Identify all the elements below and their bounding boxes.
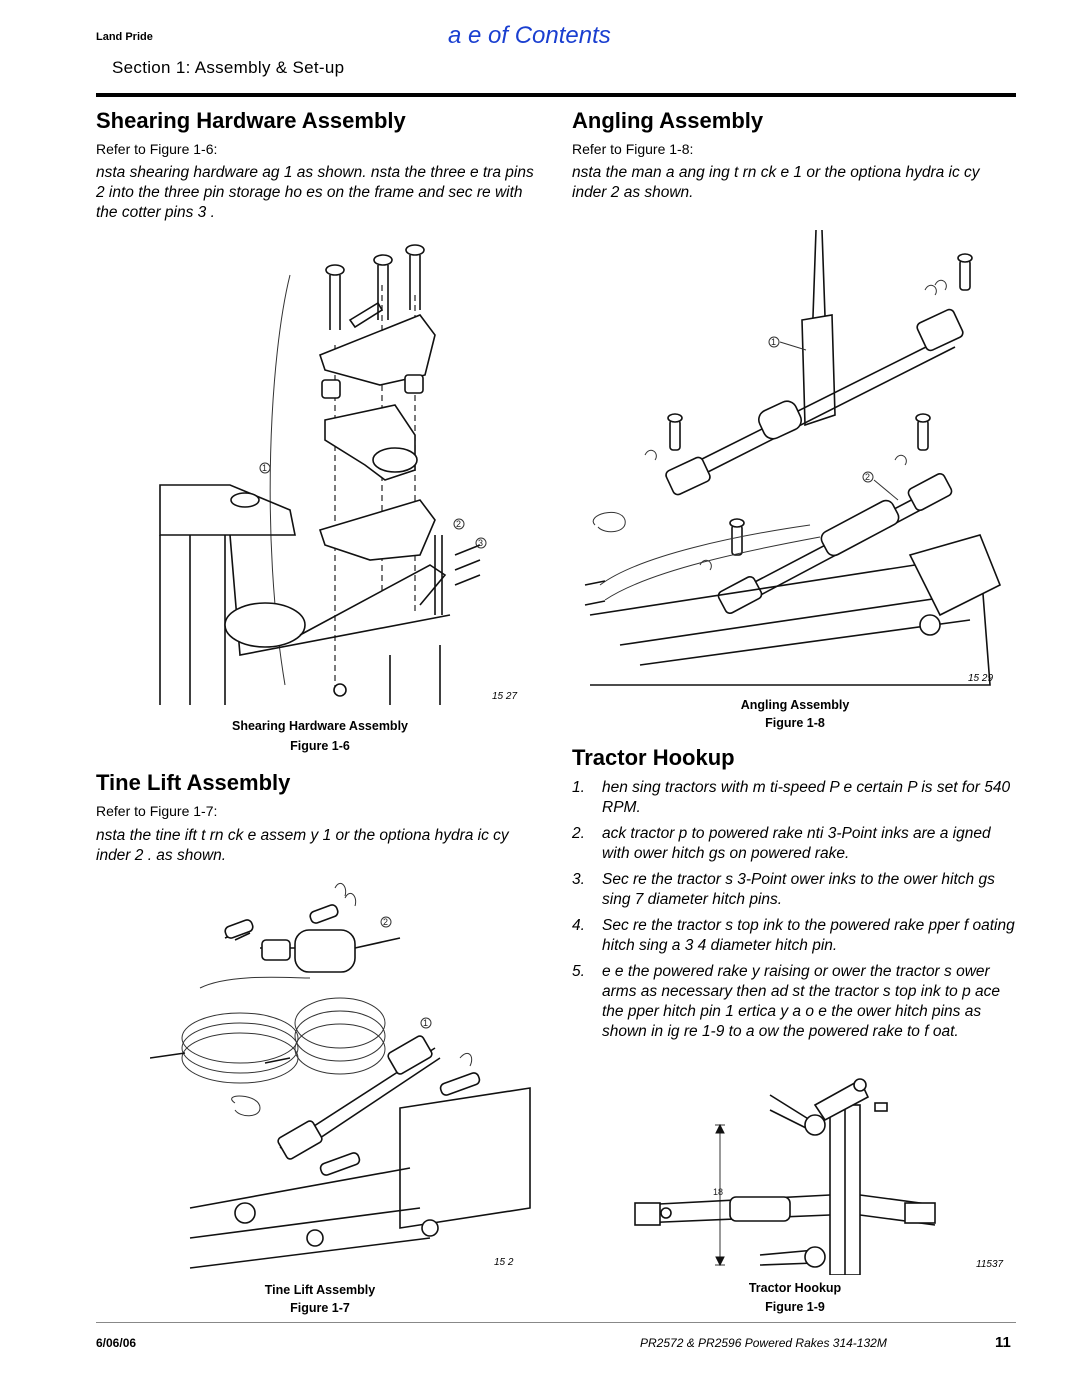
shearing-figure-code: 15 27 xyxy=(492,691,518,702)
step-number: 5. xyxy=(572,963,585,980)
list-item: 3. Sec re the tractor s 3-Point ower inks… xyxy=(572,870,1016,910)
angling-figure-label: Figure 1-8 xyxy=(765,716,825,730)
step-text: Sec re the tractor s top ink to the powe… xyxy=(602,917,1015,954)
callout-1: 1 xyxy=(262,463,267,473)
list-item: 2. ack tractor p to powered rake nti 3-P… xyxy=(572,824,1016,864)
tine-refer: Refer to Figure 1-7: xyxy=(96,803,218,819)
tractor-title: Tractor Hookup xyxy=(572,745,735,770)
dimension-label: 18 xyxy=(713,1187,723,1197)
callout-2: 2 xyxy=(383,917,388,927)
shearing-hardware-diagram: 1 2 3 xyxy=(159,244,487,705)
brand-name: Land Pride xyxy=(96,31,153,43)
tractor-figure-code: 11537 xyxy=(976,1259,1004,1270)
footer-date: 6/06/06 xyxy=(96,1336,137,1350)
step-number: 3. xyxy=(572,871,585,888)
step-number: 1. xyxy=(572,779,585,796)
angling-refer: Refer to Figure 1-8: xyxy=(572,141,694,157)
callout-1: 1 xyxy=(423,1018,428,1028)
shearing-figure-label: Figure 1-6 xyxy=(290,739,350,753)
footer-document-title: PR2572 & PR2596 Powered Rakes 314-132M xyxy=(640,1336,887,1350)
shearing-text: nsta shearing hardware ag 1 as shown. ns… xyxy=(96,164,534,221)
callout-2: 2 xyxy=(865,472,870,482)
tine-lift-diagram: 2 1 xyxy=(150,883,531,1269)
tine-figure-label: Figure 1-7 xyxy=(290,1301,350,1315)
footer-rule xyxy=(96,1322,1016,1323)
callout-3: 3 xyxy=(478,538,483,548)
angling-caption: Angling Assembly xyxy=(740,698,850,712)
tractor-steps: 1. hen sing tractors with m ti-speed P e… xyxy=(572,778,1016,1048)
angling-figure-code: 15 29 xyxy=(968,673,994,684)
list-item: 1. hen sing tractors with m ti-speed P e… xyxy=(572,778,1016,818)
tine-title: Tine Lift Assembly xyxy=(96,770,291,795)
step-number: 4. xyxy=(572,917,585,934)
section-heading: Section 1: Assembly & Set-up xyxy=(112,58,345,77)
tine-caption: Tine Lift Assembly xyxy=(264,1283,376,1297)
shearing-caption: Shearing Hardware Assembly xyxy=(232,719,408,733)
bolt-icon xyxy=(325,244,425,330)
tine-text: nsta the tine ift t rn ck e assem y 1 or… xyxy=(96,827,509,864)
tractor-figure-label: Figure 1-9 xyxy=(765,1300,825,1314)
callout-2: 2 xyxy=(456,519,461,529)
tractor-caption: Tractor Hookup xyxy=(748,1281,842,1295)
angling-title: Angling Assembly xyxy=(572,108,764,133)
tractor-hookup-diagram: 18 xyxy=(634,1078,936,1275)
angling-text: nsta the man a ang ing t rn ck e 1 or th… xyxy=(572,164,980,201)
list-item: 4. Sec re the tractor s top ink to the po… xyxy=(572,916,1016,956)
page-number: 11 xyxy=(995,1334,1011,1351)
header-rule xyxy=(96,93,1016,97)
step-text: ack tractor p to powered rake nti 3-Poin… xyxy=(602,825,991,862)
tine-figure-code: 15 2 xyxy=(494,1257,514,1268)
shearing-refer: Refer to Figure 1-6: xyxy=(96,141,218,157)
step-text: hen sing tractors with m ti-speed P e ce… xyxy=(602,779,1011,816)
step-text: e e the powered rake y raising or ower t… xyxy=(602,963,1001,1040)
callout-1: 1 xyxy=(771,337,776,347)
shearing-title: Shearing Hardware Assembly xyxy=(96,108,406,133)
step-text: Sec re the tractor s 3-Point ower inks t… xyxy=(602,871,995,908)
table-of-contents-link[interactable]: a e of Contents xyxy=(448,22,611,49)
list-item: 5. e e the powered rake y raising or owe… xyxy=(572,962,1016,1042)
angling-assembly-diagram: 1 2 xyxy=(584,229,1002,686)
step-number: 2. xyxy=(572,825,585,842)
